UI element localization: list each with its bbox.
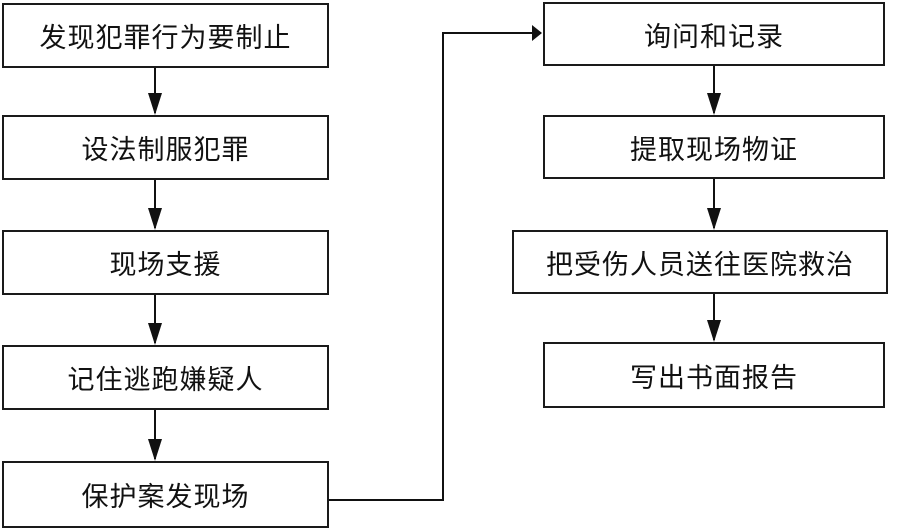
step-stop-crime: 发现犯罪行为要制止: [2, 3, 329, 68]
step-label: 写出书面报告: [630, 362, 798, 394]
step-inquire-record: 询问和记录: [543, 2, 885, 66]
step-onsite-support: 现场支援: [2, 230, 329, 295]
step-label: 设法制服犯罪: [81, 135, 250, 166]
step-protect-scene: 保护案发现场: [2, 461, 329, 528]
step-label: 发现犯罪行为要制止: [39, 23, 292, 54]
arrow-5-r1: [329, 25, 542, 501]
step-remember-suspect: 记住逃跑嫌疑人: [2, 345, 329, 410]
step-label: 保护案发现场: [81, 482, 250, 513]
step-subdue-criminal: 设法制服犯罪: [2, 115, 329, 180]
step-label: 记住逃跑嫌疑人: [67, 365, 264, 396]
step-send-injured-hospital: 把受伤人员送往医院救治: [512, 230, 888, 294]
step-collect-evidence: 提取现场物证: [543, 115, 885, 179]
step-label: 把受伤人员送往医院救治: [546, 249, 854, 281]
step-label: 现场支援: [109, 250, 222, 281]
step-label: 提取现场物证: [630, 134, 798, 166]
step-label: 询问和记录: [644, 21, 784, 53]
step-write-report: 写出书面报告: [543, 342, 885, 408]
